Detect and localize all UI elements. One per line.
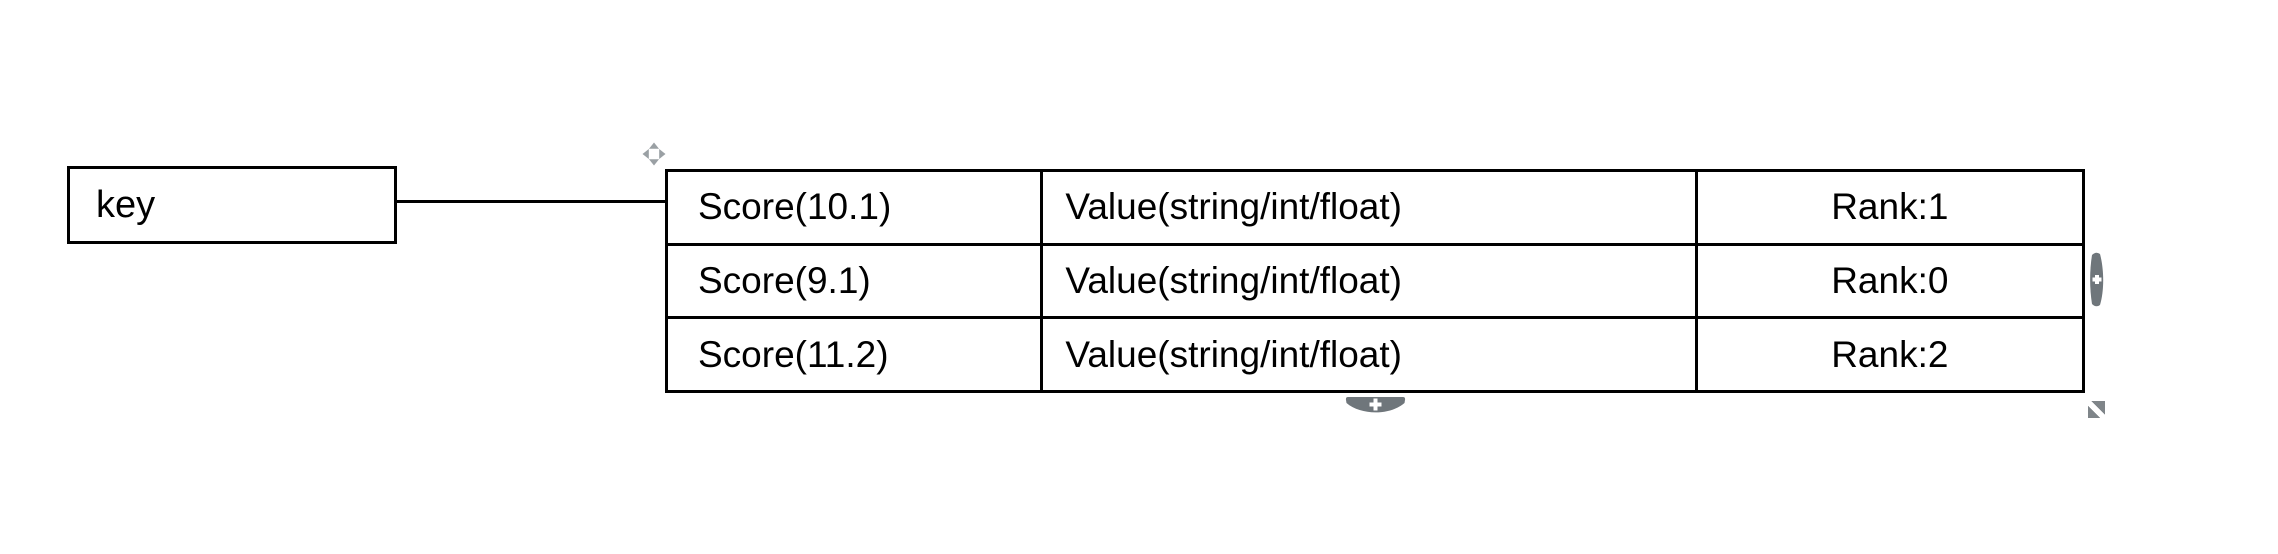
sorted-set-table[interactable]: Score(10.1) Value(string/int/float) Rank…: [665, 169, 2085, 393]
value-text: Value(string/int/float): [1065, 260, 1402, 301]
rank-cell[interactable]: Rank:0: [1698, 246, 2082, 317]
plus-icon: [1345, 397, 1406, 413]
table-row: Score(11.2) Value(string/int/float) Rank…: [668, 319, 2082, 391]
resize-handle[interactable]: [2088, 401, 2105, 418]
add-column-button[interactable]: [2089, 251, 2105, 308]
value-cell[interactable]: Value(string/int/float): [1043, 172, 1698, 243]
plus-icon: [2090, 252, 2104, 307]
rank-text: Rank:2: [1831, 333, 1949, 375]
value-text: Value(string/int/float): [1065, 333, 1402, 375]
key-node[interactable]: key: [67, 166, 397, 244]
connector-line[interactable]: [397, 200, 665, 203]
value-text: Value(string/int/float): [1065, 186, 1402, 228]
score-cell[interactable]: Score(11.2): [668, 319, 1044, 391]
score-text: Score(11.2): [698, 333, 889, 375]
table-row: Score(10.1) Value(string/int/float) Rank…: [668, 172, 2082, 246]
score-cell[interactable]: Score(9.1): [668, 245, 1044, 317]
rank-text: Rank:1: [1831, 186, 1949, 228]
key-node-label: key: [96, 183, 156, 226]
score-text: Score(10.1): [698, 186, 892, 228]
add-row-button[interactable]: [1345, 396, 1406, 417]
move-handle[interactable]: [642, 142, 666, 166]
rank-cell[interactable]: Rank:2: [1698, 319, 2082, 390]
rank-text: Rank:0: [1831, 260, 1949, 301]
value-cell[interactable]: Value(string/int/float): [1043, 319, 1698, 391]
table-row: Score(9.1) Value(string/int/float) Rank:…: [668, 245, 2082, 320]
value-cell[interactable]: Value(string/int/float): [1043, 245, 1698, 317]
rank-cell[interactable]: Rank:1: [1698, 172, 2082, 243]
score-text: Score(9.1): [698, 260, 871, 301]
move-icon: [642, 142, 666, 166]
score-cell[interactable]: Score(10.1): [668, 172, 1044, 243]
